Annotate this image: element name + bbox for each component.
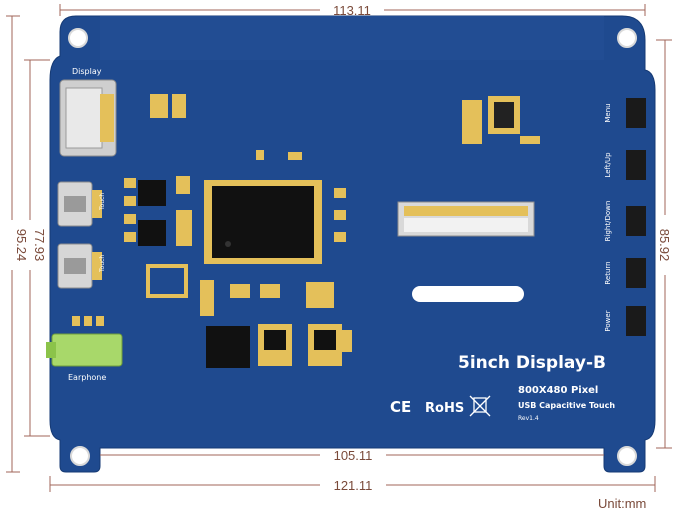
side-buttons <box>626 98 646 336</box>
label-button-power: Power <box>604 310 612 331</box>
label-touch-1: Touch <box>99 193 106 211</box>
label-touch-2: Touch <box>99 255 106 273</box>
small-components <box>124 94 540 352</box>
dim-left-outer: 95.24 <box>14 229 29 262</box>
weee-bin-icon <box>469 395 491 417</box>
dim-bottom-inner: 105.11 <box>334 448 373 463</box>
board-title: 5inch Display-B <box>458 353 606 373</box>
mount-hole-br <box>617 446 637 466</box>
rohs-mark: RoHS <box>425 401 464 416</box>
label-button-menu: Menu <box>604 103 612 122</box>
label-earphone: Earphone <box>68 373 106 382</box>
mosfet-2-body <box>314 330 336 350</box>
hdmi-connector <box>59 79 117 157</box>
usb-connector-1 <box>57 181 102 227</box>
earphone-jack <box>46 316 123 367</box>
board-revision: Rev1.4 <box>518 415 539 422</box>
mosfet-1-body <box>264 330 286 350</box>
board-touch-type: USB Capacitive Touch <box>518 401 615 410</box>
dim-top: 113.11 <box>333 3 371 18</box>
usb-connector-2 <box>57 243 102 289</box>
mount-hole-tl <box>68 28 88 48</box>
label-button-return: Return <box>604 261 612 284</box>
dim-right: 85.92 <box>657 229 672 262</box>
ic-2 <box>138 220 166 246</box>
dimension-lines <box>6 4 672 492</box>
label-button-left-up: Left/Up <box>604 152 612 178</box>
board-slot <box>412 286 524 302</box>
mount-hole-tr <box>617 28 637 48</box>
label-display: Display <box>72 67 102 76</box>
label-button-right-down: Right/Down <box>604 201 612 242</box>
dim-bottom-outer: 121.11 <box>334 478 373 493</box>
dim-left-inner: 77.93 <box>32 229 47 262</box>
ic-1 <box>138 180 166 206</box>
fpc-connector <box>397 201 535 237</box>
main-chip <box>204 180 322 264</box>
top-rail <box>100 16 604 60</box>
mount-hole-bl <box>70 446 90 466</box>
inductor-core <box>494 102 514 128</box>
ce-mark: CE <box>390 398 411 416</box>
unit-label: Unit:mm <box>598 496 646 511</box>
board-resolution: 800X480 Pixel <box>518 385 598 396</box>
ic-3 <box>206 326 250 368</box>
